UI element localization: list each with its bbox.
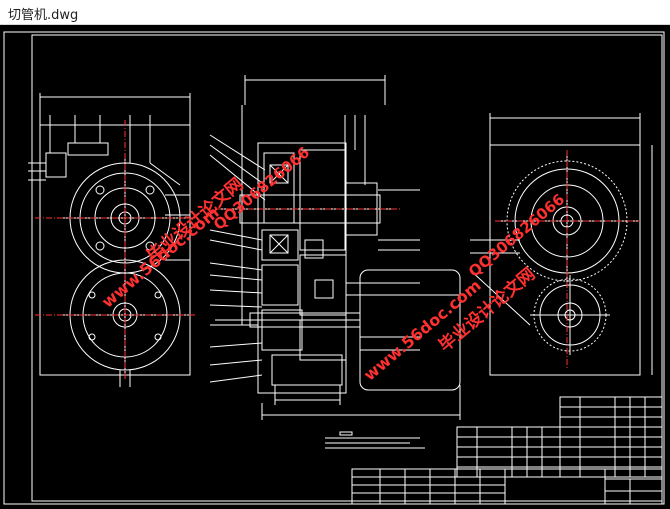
technical-notes	[325, 431, 425, 449]
center-section-view	[209, 75, 461, 420]
center-lines	[35, 120, 640, 380]
cad-drawing	[3, 31, 665, 505]
parts-list	[456, 396, 663, 478]
window-titlebar: 切管机.dwg	[0, 0, 670, 25]
window-title: 切管机.dwg	[8, 8, 79, 23]
drawing-frame	[3, 31, 665, 505]
cad-drawing-canvas[interactable]: www.56doc.com 毕业设计论文网 QQ306826066 www.56…	[0, 25, 670, 509]
title-block	[351, 468, 663, 505]
